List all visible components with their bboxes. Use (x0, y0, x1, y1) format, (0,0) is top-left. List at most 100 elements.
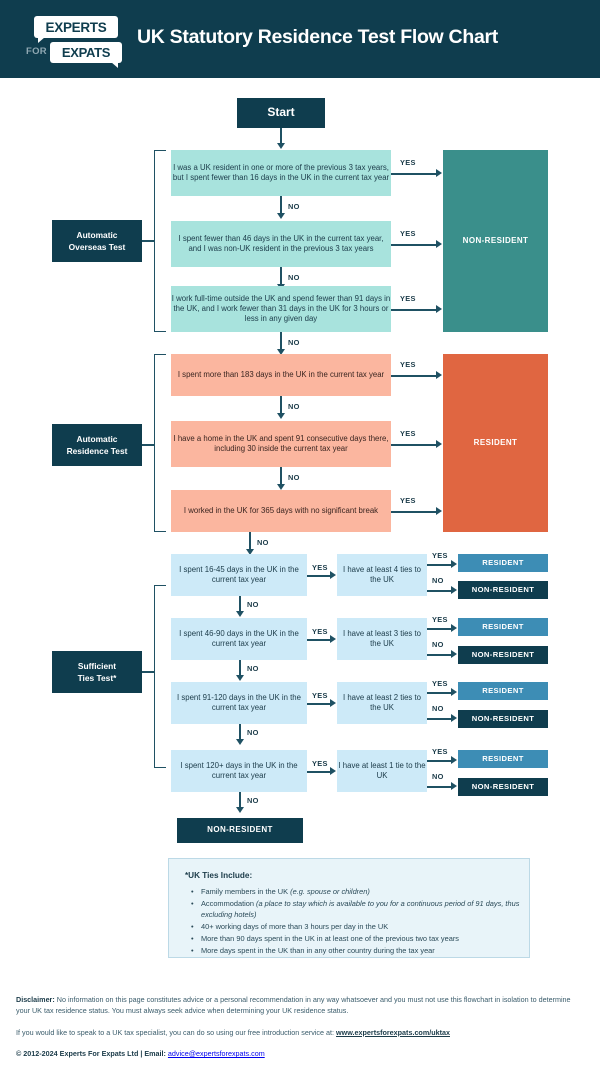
question-ties-1: I spent 16-45 days in the UK in the curr… (171, 554, 307, 596)
label-no-overseas-3: NO (288, 338, 300, 347)
arrow-ties-3-yes (330, 699, 336, 707)
label-no-ties-result-2: NO (432, 640, 444, 649)
ties-condition-2: I have at least 3 ties to the UK (337, 618, 427, 660)
copyright-line: © 2012-2024 Experts For Expats Ltd | Ema… (16, 1049, 586, 1060)
question-ties-2: I spent 46-90 days in the UK in the curr… (171, 618, 307, 660)
label-yes-overseas-2: YES (400, 229, 416, 238)
connector-ties-4-yes (307, 771, 331, 773)
connector-ties-3-yes-result (427, 692, 452, 694)
label-no-ties-result-4: NO (432, 772, 444, 781)
section-label-automatic-residence-test: Automatic Residence Test (52, 424, 142, 466)
connector-residence-3-yes (391, 511, 437, 513)
question-residence-2: I have a home in the UK and spent 91 con… (171, 421, 391, 467)
label-yes-ties-result-4: YES (432, 747, 448, 756)
connector-label-stub-ties (142, 671, 154, 673)
arrow-ties-1-yes-result (451, 560, 457, 568)
result-final-non-resident: NON-RESIDENT (177, 818, 303, 843)
result-resident-residence: RESIDENT (443, 354, 548, 532)
connector-overseas-2-yes (391, 244, 437, 246)
result-non-resident-ties-3: NON-RESIDENT (458, 710, 548, 728)
section-label-line2: Overseas Test (68, 242, 126, 252)
arrow-overseas-1-yes (436, 169, 442, 177)
notes-item-5: More days spent in the UK than in any ot… (191, 946, 521, 957)
label-yes-overseas-1: YES (400, 158, 416, 167)
arrow-ties-3-yes-result (451, 688, 457, 696)
page-title: UK Statutory Residence Test Flow Chart (137, 26, 498, 48)
arrow-residence-3-yes (436, 507, 442, 515)
label-no-ties-4: NO (247, 796, 259, 805)
question-overseas-3: I work full-time outside the UK and spen… (171, 286, 391, 332)
notes-item-italic: (e.g. spouse or children) (290, 887, 370, 896)
bracket-overseas (154, 150, 166, 332)
result-resident-ties-3: RESIDENT (458, 682, 548, 700)
section-label-line1: Automatic (76, 229, 118, 240)
label-no-ties-result-1: NO (432, 576, 444, 585)
connector-start-down (280, 128, 282, 144)
disclaimer-label: Disclaimer: (16, 995, 55, 1004)
arrow-residence-1-down (276, 413, 285, 419)
connector-residence-2-down (280, 467, 282, 485)
specialist-line: If you would like to speak to a UK tax s… (16, 1028, 586, 1039)
label-yes-residence-1: YES (400, 360, 416, 369)
ties-condition-3: I have at least 2 ties to the UK (337, 682, 427, 724)
label-yes-residence-2: YES (400, 429, 416, 438)
uktax-link[interactable]: www.expertsforexpats.com/uktax (336, 1027, 450, 1037)
result-resident-ties-1: RESIDENT (458, 554, 548, 572)
notes-title: *UK Ties Include: (185, 871, 253, 880)
logo-experts-bubble: EXPERTS (34, 16, 118, 43)
notes-item-4: More than 90 days spent in the UK in at … (191, 934, 521, 945)
arrow-ties-3-no-result (451, 714, 457, 722)
section-label-line1: Automatic (76, 433, 118, 444)
disclaimer-line: Disclaimer: No information on this page … (16, 995, 586, 1017)
notes-list: Family members in the UK (e.g. spouse or… (191, 887, 521, 958)
section-label-sufficient-ties-test: Sufficient Ties Test* (52, 651, 142, 693)
notes-item-text: Family members in the UK (201, 887, 291, 896)
section-label-line2: Residence Test (66, 446, 128, 456)
result-resident-ties-2: RESIDENT (458, 618, 548, 636)
notes-item-text: 40+ working days of more than 3 hours pe… (201, 921, 389, 931)
bracket-residence (154, 354, 166, 532)
section-label-line1: Sufficient (77, 660, 117, 671)
uk-ties-notes-panel: *UK Ties Include: Family members in the … (168, 858, 530, 958)
logo-for-text: FOR (26, 46, 47, 57)
label-yes-residence-3: YES (400, 496, 416, 505)
disclaimer-text: No information on this page constitutes … (16, 995, 571, 1015)
question-residence-1: I spent more than 183 days in the UK in … (171, 354, 391, 396)
connector-ties-3-no-result (427, 718, 452, 720)
bracket-ties (154, 585, 166, 768)
label-yes-ties-result-1: YES (432, 551, 448, 560)
connector-label-stub-overseas (142, 240, 154, 242)
email-link[interactable]: advice@expertsforexpats.com (167, 1049, 265, 1059)
section-label-automatic-overseas-test: Automatic Overseas Test (52, 220, 142, 262)
arrow-start-down (276, 143, 285, 149)
arrow-ties-4-yes-result (451, 756, 457, 764)
label-no-ties-result-3: NO (432, 704, 444, 713)
connector-ties-3-yes (307, 703, 331, 705)
label-no-overseas-2: NO (288, 273, 300, 282)
connector-ties-1-yes-result (427, 564, 452, 566)
connector-residence-2-yes (391, 444, 437, 446)
arrow-ties-4-no-result (451, 782, 457, 790)
connector-ties-4-yes-result (427, 760, 452, 762)
label-yes-ties-4: YES (312, 759, 328, 768)
notes-item-1: Family members in the UK (e.g. spouse or… (191, 887, 521, 898)
connector-overseas-3-down (280, 332, 282, 350)
arrow-ties-4-yes (330, 767, 336, 775)
connector-ties-2-no-result (427, 654, 452, 656)
connector-residence-1-yes (391, 375, 437, 377)
label-no-residence-3: NO (257, 538, 269, 547)
connector-residence-3-down (249, 532, 251, 550)
connector-overseas-3-yes (391, 309, 437, 311)
notes-item-2: Accommodation (a place to stay which is … (191, 899, 521, 921)
arrow-ties-2-down (235, 675, 244, 681)
label-no-ties-3: NO (247, 728, 259, 737)
label-yes-ties-3: YES (312, 691, 328, 700)
notes-item-text: More than 90 days spent in the UK in at … (201, 933, 459, 943)
connector-ties-2-yes (307, 639, 331, 641)
question-overseas-2: I spent fewer than 46 days in the UK in … (171, 221, 391, 267)
experts-for-expats-logo: FOR EXPERTS EXPATS (26, 16, 122, 68)
result-non-resident-overseas: NON-RESIDENT (443, 150, 548, 332)
label-no-ties-2: NO (247, 664, 259, 673)
question-overseas-1: I was a UK resident in one or more of th… (171, 150, 391, 196)
